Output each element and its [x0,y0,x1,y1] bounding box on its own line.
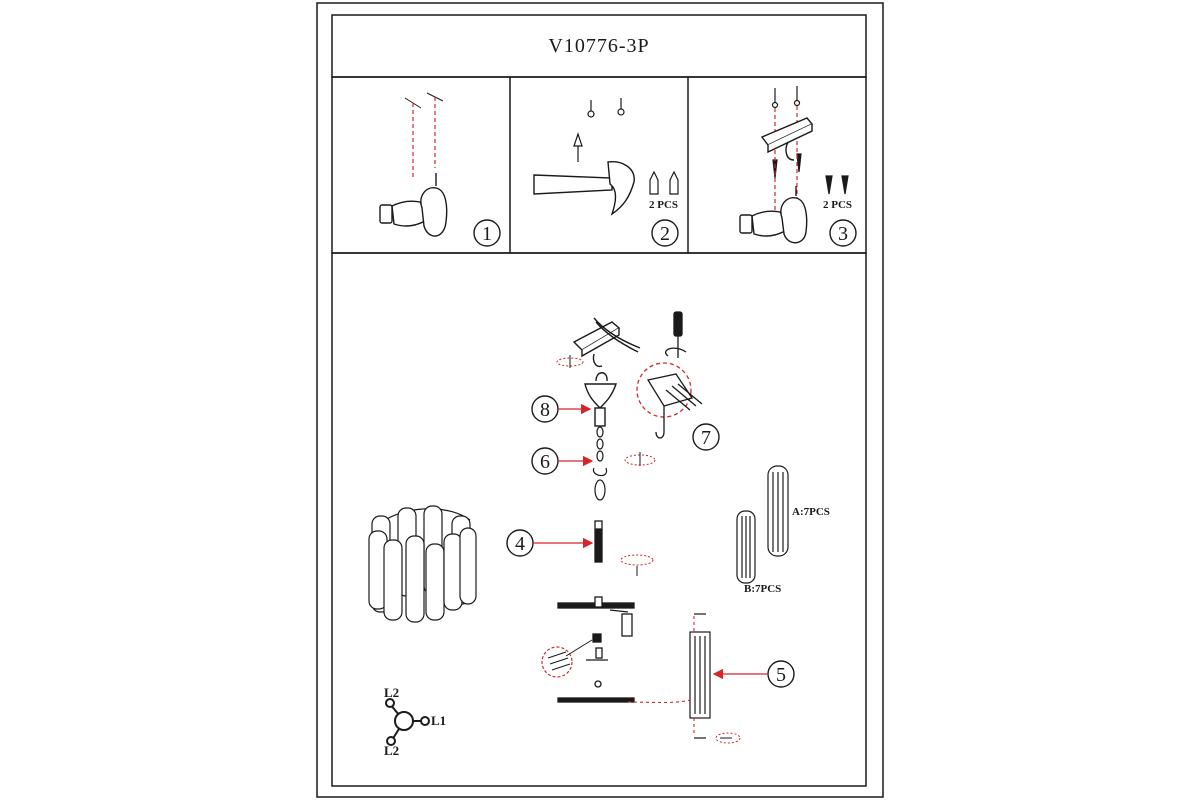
glass-tube-a-icon [767,465,789,557]
canopy-icon [584,372,617,427]
step-1-drill-panel: 1 [379,92,501,247]
bracket-screws-small-icon [825,175,849,195]
assembled-tube-icon [689,613,711,739]
part-b-quantity: B:7PCS [744,583,781,595]
bracket-screw-quantity: 2 PCS [823,199,852,211]
step-1-number: 1 [482,223,492,245]
main-assembly-panel: 8 7 6 4 [368,311,830,758]
step-1-number-circle [473,219,501,247]
sheet-frame [316,2,884,798]
nut-ring-icon [715,732,741,744]
step-3-number-circle [829,219,857,247]
assembled-chandelier-illustration [368,505,477,623]
drill-guide-lines [412,97,436,180]
ceiling-bracket-icon [572,317,641,368]
callout-7-number: 7 [701,427,711,449]
electric-drill-icon [379,173,448,237]
screwdriver-icon [665,311,687,358]
step-2-number-circle [651,219,679,247]
part-a-quantity: A:7PCS [792,506,830,518]
callout-5-number: 5 [776,664,786,686]
wall-screws-icon [587,98,625,118]
step-2-number: 2 [660,223,670,245]
nut-ring-icon [556,355,584,368]
mounting-bracket-icon [760,117,814,161]
callout-8: 8 [531,395,592,423]
callout-6-number: 6 [540,451,550,473]
wire-connector-detail [636,362,703,439]
wire-l1: L1 [431,713,446,728]
glass-tube-b-icon [736,510,756,584]
model-number: V10776-3P [548,35,649,57]
bracket-guide-lines [774,106,798,212]
step-3-number: 3 [838,223,848,245]
callout-5: 5 [712,660,795,688]
wire-l2-top: L2 [384,685,399,700]
callout-7: 7 [692,423,720,451]
nut-ring-icon [620,554,654,576]
step-3-bracket-panel: 2 PCS 3 [739,86,857,247]
lamp-frame-icon [557,596,635,703]
wire-connector-detail [541,639,593,678]
callout-4: 4 [506,529,594,557]
step-2-anchors-panel: 2 PCS 2 [533,98,679,247]
drill-mark-crosses [404,92,444,109]
nut-ring-icon [624,452,656,466]
hammer-icon [533,161,635,216]
callout-4-number: 4 [515,533,525,555]
tube-guide-lines [627,616,695,736]
callout-8-number: 8 [540,399,550,421]
anchor-quantity: 2 PCS [649,199,678,211]
chain-icon [592,426,608,501]
electric-drill-icon [739,186,808,244]
callout-6: 6 [531,447,594,475]
center-rod-icon [594,520,603,563]
wiring-diagram [385,698,430,746]
up-arrow-icon [573,132,583,162]
wall-plugs-icon [649,170,679,195]
wire-l2-bottom: L2 [384,743,399,758]
